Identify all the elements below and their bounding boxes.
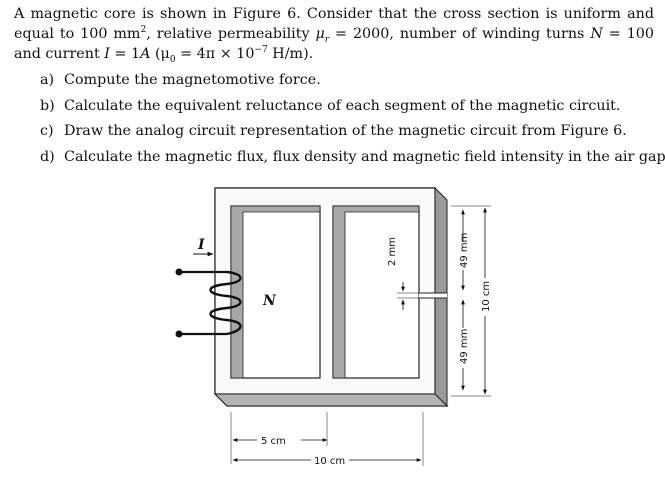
dimension-annotations: 2 mm 49 mm 49 mm 10 cm 5 cm 10 cm bbox=[230, 205, 492, 467]
question-c: c)Draw the analog circuit representation… bbox=[40, 123, 627, 139]
core-frame bbox=[213, 186, 449, 408]
width-dimension-label: 10 cm bbox=[314, 456, 345, 467]
terminal-bottom bbox=[175, 330, 183, 338]
question-list: a)Compute the magnetomotive force. b)Cal… bbox=[40, 70, 665, 172]
question-a: a)Compute the magnetomotive force. bbox=[40, 72, 321, 88]
half-width-dimension-label: 5 cm bbox=[261, 436, 286, 447]
magnetic-core-figure: I N 2 mm 49 mm 49 mm 10 cm 5 cm 10 bbox=[175, 186, 492, 467]
problem-statement: A magnetic core is shown in Figure 6. Co… bbox=[14, 4, 654, 64]
coil-winding: I N bbox=[175, 237, 277, 338]
question-d: d)Calculate the magnetic flux, flux dens… bbox=[40, 148, 665, 165]
gap-dimension-label: 2 mm bbox=[387, 237, 398, 266]
lower-leg-dimension-label: 49 mm bbox=[459, 329, 470, 364]
problem-intro-paragraph: A magnetic core is shown in Figure 6. Co… bbox=[14, 6, 654, 65]
height-dimension-label: 10 cm bbox=[481, 281, 492, 312]
question-b: b)Calculate the equivalent reluctance of… bbox=[40, 97, 621, 114]
upper-leg-dimension-label: 49 mm bbox=[459, 233, 470, 268]
turns-label: N bbox=[262, 293, 277, 309]
current-label: I bbox=[197, 237, 205, 253]
terminal-top bbox=[175, 268, 183, 276]
